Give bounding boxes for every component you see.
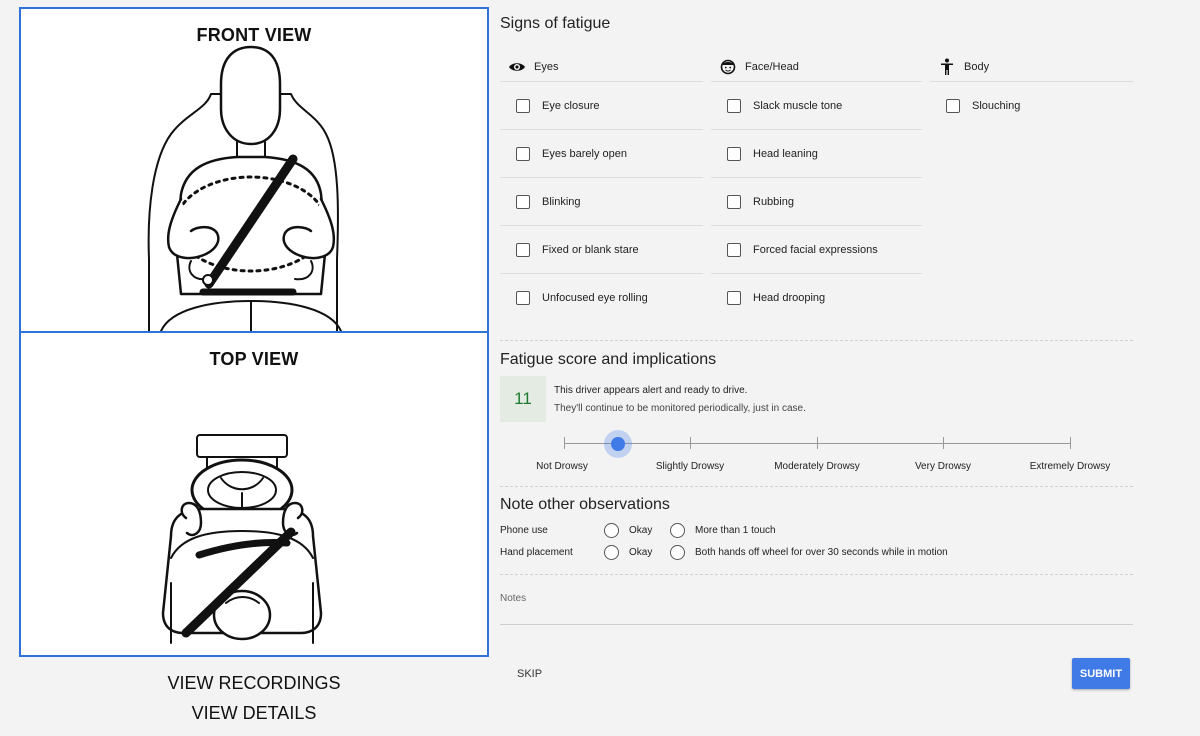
skip-button[interactable]: SKIP <box>517 668 543 680</box>
section-divider <box>500 340 1133 341</box>
front-view-title: FRONT VIEW <box>196 25 312 45</box>
notes-field[interactable]: Notes <box>500 593 527 604</box>
slider-tick <box>564 437 565 449</box>
view-details-link[interactable]: VIEW DETAILS <box>191 703 317 723</box>
phone-use-more-than-1-touch-radio[interactable] <box>670 523 685 538</box>
checkbox-label: Blinking <box>542 195 581 208</box>
checkbox-unfocused-eye-rolling[interactable]: Unfocused eye rolling <box>500 274 703 322</box>
notes-field-underline <box>500 624 1133 625</box>
scale-label-moderately-drowsy[interactable]: Moderately Drowsy <box>774 461 860 472</box>
phone-use-okay-label[interactable]: Okay <box>629 525 653 536</box>
score-implication-primary: This driver appears alert and ready to d… <box>554 385 748 396</box>
hand-placement-hands-off-label[interactable]: Both hands off wheel for over 30 seconds… <box>695 547 948 558</box>
checkbox-rubbing[interactable]: Rubbing <box>711 178 922 226</box>
checkbox-label: Unfocused eye rolling <box>542 292 648 304</box>
checkbox-forced-facial-expressions[interactable]: Forced facial expressions <box>711 226 922 274</box>
checkbox-eye-closure[interactable]: Eye closure <box>500 82 703 130</box>
fatigue-score-title: Fatigue score and implications <box>500 351 717 368</box>
drowsiness-slider-thumb[interactable] <box>611 437 625 451</box>
category-label-body: Body <box>964 60 990 73</box>
checkbox-label: Slack muscle tone <box>753 99 843 112</box>
checkbox-blinking[interactable]: Blinking <box>500 178 703 226</box>
category-label-eyes: Eyes <box>534 60 559 73</box>
checkbox-box[interactable] <box>516 194 530 209</box>
signs-of-fatigue-title: Signs of fatigue <box>500 15 611 32</box>
scale-label-very-drowsy[interactable]: Very Drowsy <box>914 461 972 472</box>
section-divider <box>500 574 1133 575</box>
checkbox-slouching[interactable]: Slouching <box>930 82 1133 130</box>
checkbox-fixed-blank-stare[interactable]: Fixed or blank stare <box>500 226 703 274</box>
top-view-title: TOP VIEW <box>209 349 299 369</box>
score-implication-secondary: They'll continue to be monitored periodi… <box>554 403 806 414</box>
left-links: VIEW RECORDINGS VIEW DETAILS <box>19 668 489 728</box>
assessment-form: Signs of fatigue Eyes Face/Head Body Eye… <box>490 0 1200 736</box>
checkbox-head-leaning[interactable]: Head leaning <box>711 130 922 178</box>
checkbox-label: Fixed or blank stare <box>542 243 639 256</box>
slider-tick <box>1070 437 1071 449</box>
checkbox-box[interactable] <box>727 146 741 161</box>
checkbox-box[interactable] <box>727 194 741 209</box>
checkbox-box[interactable] <box>516 291 530 305</box>
submit-button[interactable]: SUBMIT <box>1072 658 1130 689</box>
checkbox-box[interactable] <box>516 146 530 161</box>
checkbox-slack-muscle-tone[interactable]: Slack muscle tone <box>711 82 922 130</box>
checkbox-label: Forced facial expressions <box>753 243 878 256</box>
section-divider <box>500 486 1133 487</box>
top-view-driver-illustration <box>161 434 323 644</box>
checkbox-label: Slouching <box>972 100 1021 112</box>
phone-use-okay-radio[interactable] <box>604 523 619 538</box>
checkbox-label: Eye closure <box>542 99 600 112</box>
category-header-body: Body <box>930 52 1133 82</box>
category-header-eyes: Eyes <box>500 52 703 82</box>
checkbox-label: Head drooping <box>753 292 826 304</box>
category-label-face-head: Face/Head <box>745 60 799 73</box>
slider-tick <box>690 437 691 449</box>
view-recordings-link[interactable]: VIEW RECORDINGS <box>167 673 341 693</box>
camera-panel: FRONT VIEW <box>0 0 490 736</box>
slider-tick <box>817 437 818 449</box>
phone-use-label: Phone use <box>500 525 548 536</box>
fatigue-score-badge: 11 <box>500 376 546 422</box>
scale-label-extremely-drowsy[interactable]: Extremely Drowsy <box>1029 461 1111 472</box>
front-view-panel[interactable]: FRONT VIEW <box>19 7 489 333</box>
hand-placement-label: Hand placement <box>500 547 573 558</box>
category-header-face-head: Face/Head <box>711 52 922 82</box>
checkbox-label: Head leaning <box>753 147 818 160</box>
checkbox-box[interactable] <box>727 98 741 113</box>
scale-label-not-drowsy[interactable]: Not Drowsy <box>536 461 588 472</box>
checkbox-box[interactable] <box>946 99 960 113</box>
checkbox-box[interactable] <box>727 242 741 257</box>
person-icon <box>938 58 956 76</box>
observations-title: Note other observations <box>500 496 670 513</box>
phone-use-more-than-1-touch-label[interactable]: More than 1 touch <box>695 525 776 536</box>
checkbox-box[interactable] <box>727 291 741 305</box>
checkbox-head-drooping[interactable]: Head drooping <box>711 274 922 322</box>
hand-placement-okay-radio[interactable] <box>604 545 619 560</box>
checkbox-box[interactable] <box>516 98 530 113</box>
checkbox-box[interactable] <box>516 242 530 257</box>
hand-placement-hands-off-radio[interactable] <box>670 545 685 560</box>
slider-tick <box>943 437 944 449</box>
checkbox-label: Eyes barely open <box>542 147 627 160</box>
eye-icon <box>508 58 526 76</box>
checkbox-label: Rubbing <box>753 195 794 208</box>
front-view-driver-illustration <box>147 45 342 331</box>
face-icon <box>719 58 737 76</box>
scale-label-slightly-drowsy[interactable]: Slightly Drowsy <box>655 461 725 472</box>
checkbox-eyes-barely-open[interactable]: Eyes barely open <box>500 130 703 178</box>
top-view-panel[interactable]: TOP VIEW <box>19 331 489 657</box>
hand-placement-okay-label[interactable]: Okay <box>629 547 653 558</box>
